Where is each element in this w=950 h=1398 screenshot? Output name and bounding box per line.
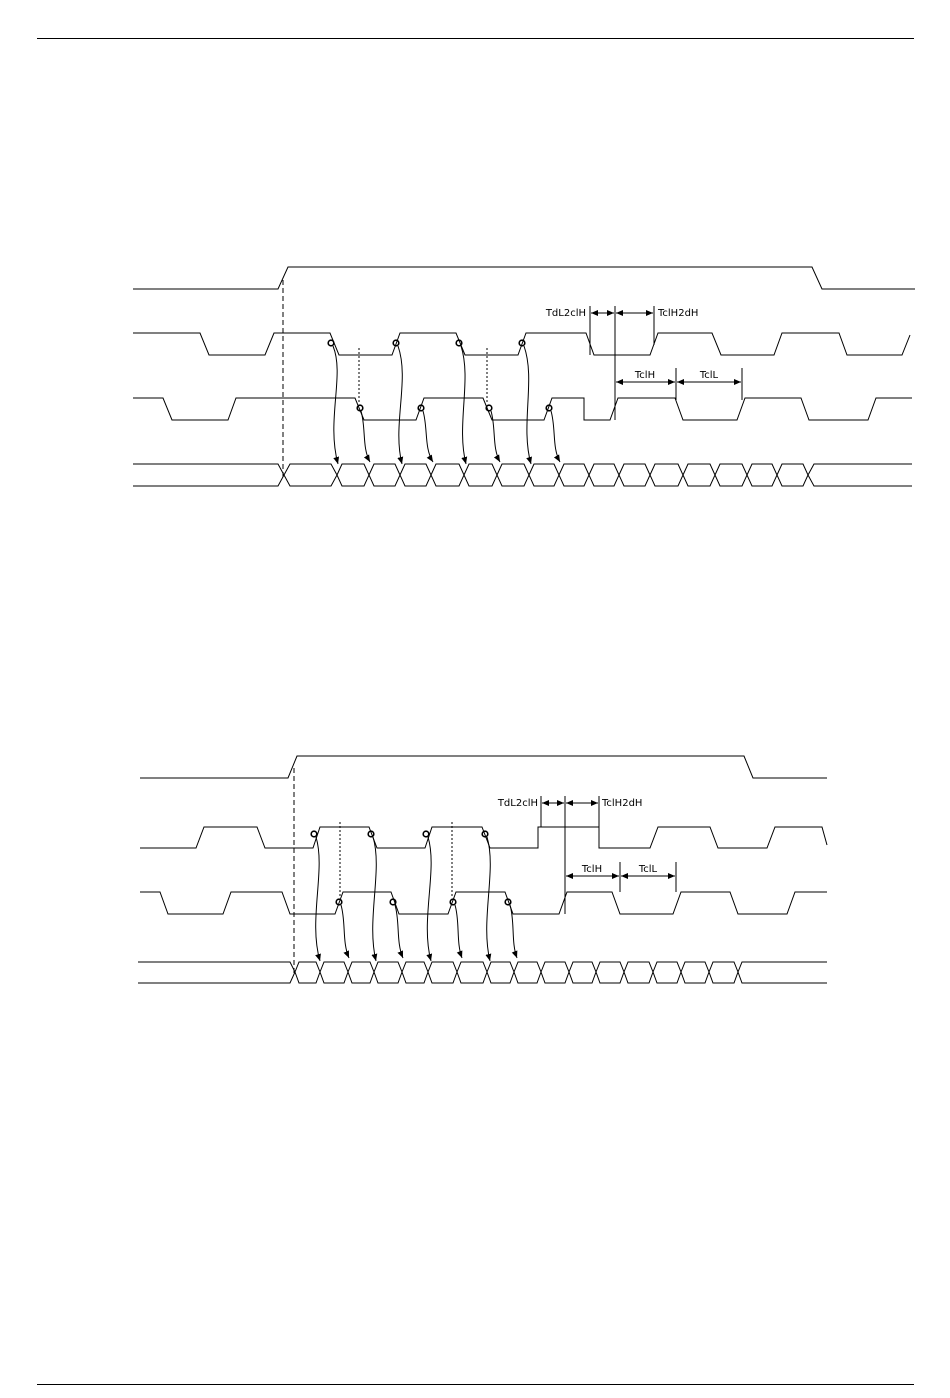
tclh2dh-label: TclH2dH	[601, 798, 642, 809]
tclh-label: TclH	[634, 370, 655, 381]
causality-arrows	[333, 346, 560, 464]
tcll-label: TclL	[699, 370, 719, 381]
edge-markers	[328, 340, 552, 411]
data-bus	[138, 962, 827, 983]
data-bus	[133, 464, 912, 486]
edge-markers	[311, 831, 511, 905]
frame-signal	[140, 756, 827, 778]
clock-a-signal	[140, 827, 827, 848]
tdl2clh-label: TdL2clH	[545, 308, 586, 319]
timing-diagram-2	[138, 756, 827, 983]
causality-arrows	[316, 837, 517, 961]
clock-a-signal	[133, 333, 910, 355]
clock-b-signal	[133, 398, 912, 420]
tclh-label: TclH	[581, 864, 602, 875]
tclh2dh-label: TclH2dH	[657, 308, 698, 319]
frame-signal	[133, 267, 915, 289]
clock-b-signal	[140, 892, 827, 914]
tcll-label: TclL	[638, 864, 658, 875]
timing-diagram-1	[133, 267, 915, 486]
tdl2clh-label: TdL2clH	[497, 798, 538, 809]
